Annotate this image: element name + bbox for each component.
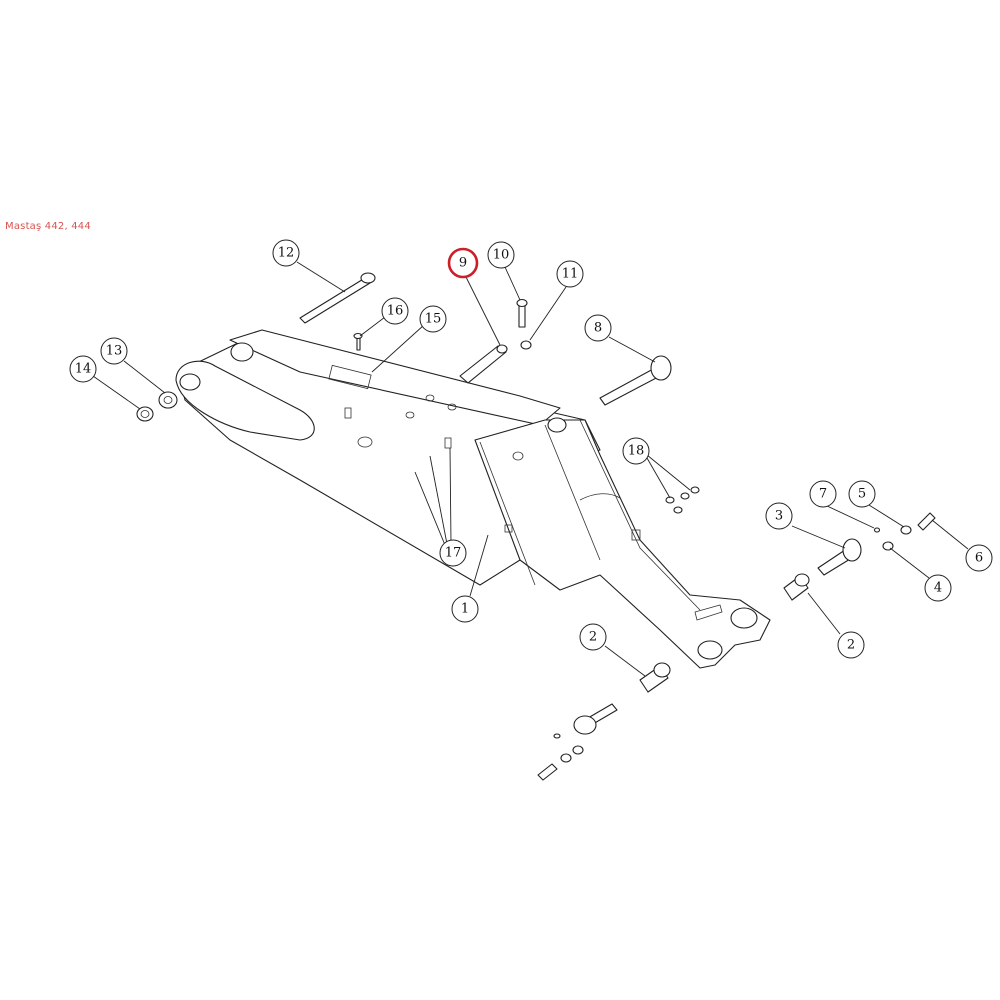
callout-label: 8 — [594, 321, 602, 336]
callout-10: 10 — [487, 241, 515, 269]
callout-15: 15 — [419, 305, 447, 333]
callout-label: 11 — [562, 267, 579, 282]
callout-label: 2 — [847, 638, 855, 653]
callout-5: 5 — [848, 480, 876, 508]
callout-1: 1 — [451, 595, 479, 623]
callout-label: 1 — [461, 602, 469, 617]
callout-13: 13 — [100, 337, 128, 365]
pin-9 — [459, 344, 508, 384]
callout-label: 4 — [934, 581, 942, 596]
callout-label: 15 — [425, 312, 442, 327]
callout-2-lower: 2 — [579, 623, 607, 651]
callout-12: 12 — [272, 239, 300, 267]
washer-13 — [158, 391, 178, 409]
pin-8 — [599, 355, 672, 406]
callout-7: 7 — [809, 480, 837, 508]
bolts-18 — [665, 486, 700, 514]
callout-label: 6 — [975, 551, 983, 566]
leader-lines — [92, 261, 969, 677]
callout-label: 5 — [858, 487, 866, 502]
bolt-10 — [516, 298, 528, 328]
callout-16: 16 — [381, 297, 409, 325]
callout-label: 16 — [387, 304, 404, 319]
pin-lower — [537, 703, 618, 781]
callout-label: 9 — [459, 256, 467, 271]
callout-6: 6 — [965, 544, 993, 572]
small-parts-4-5-6-7 — [873, 512, 936, 551]
pin-3 — [817, 538, 862, 576]
callout-label: 13 — [106, 344, 123, 359]
callout-18: 18 — [622, 437, 650, 465]
callout-label: 7 — [819, 487, 827, 502]
callout-9-highlighted: 9 — [447, 247, 479, 279]
callout-11: 11 — [556, 260, 584, 288]
callout-14: 14 — [69, 355, 97, 383]
callout-label: 14 — [75, 362, 92, 377]
callout-label: 12 — [278, 246, 295, 261]
callout-17: 17 — [439, 539, 467, 567]
nut-11 — [520, 340, 532, 350]
bolt-16 — [353, 332, 363, 351]
callout-label: 18 — [628, 444, 645, 459]
boom-frame — [175, 329, 771, 669]
bolt-12 — [299, 272, 376, 324]
callout-2-right: 2 — [837, 631, 865, 659]
callout-4: 4 — [924, 574, 952, 602]
callout-8: 8 — [584, 314, 612, 342]
nut-14 — [136, 406, 154, 422]
diagram-caption: Mastaş 442, 444 — [5, 221, 91, 232]
bushing-2-right — [783, 573, 810, 601]
callout-label: 3 — [775, 509, 783, 524]
callout-label: 10 — [493, 248, 510, 263]
bushing-2-lower — [639, 662, 671, 693]
callout-3: 3 — [765, 502, 793, 530]
callout-label: 2 — [589, 630, 597, 645]
callouts: 12 16 15 9 10 11 8 13 14 18 7 5 3 6 4 17… — [69, 239, 993, 659]
callout-label: 17 — [445, 546, 462, 561]
